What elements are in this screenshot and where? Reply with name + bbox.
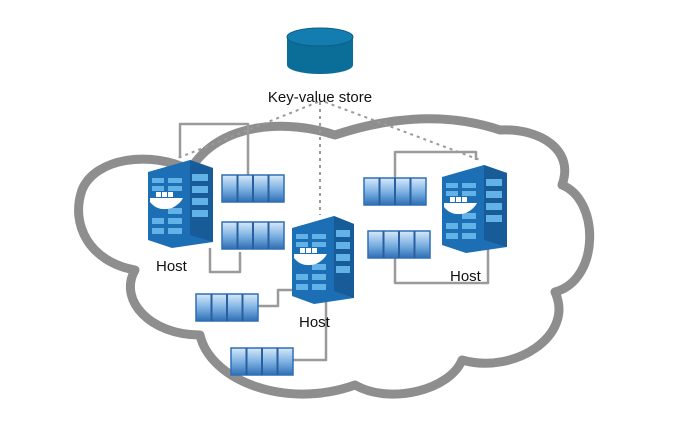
container-block [363,177,427,206]
containers [195,174,431,376]
docker-whale-icon [294,248,327,266]
server-icon [292,216,354,304]
container-block [230,347,294,376]
host-server-left: Host [148,160,213,275]
host-label: Host [156,258,188,275]
host-label: Host [299,314,331,331]
container-block [221,174,285,203]
host-server-right: Host [442,165,507,285]
server-icon [442,165,507,253]
store-label: Key-value store [268,89,372,106]
container-block [367,230,431,259]
cloud-outline [74,114,595,399]
container-block [221,221,285,250]
docker-whale-icon [150,192,183,210]
server-icon [148,160,213,248]
host-label: Host [450,268,482,285]
container-block [195,293,259,322]
database-icon [286,27,354,74]
host-server-center: Host [292,216,354,331]
docker-whale-icon [444,197,477,215]
container-links [178,122,490,362]
